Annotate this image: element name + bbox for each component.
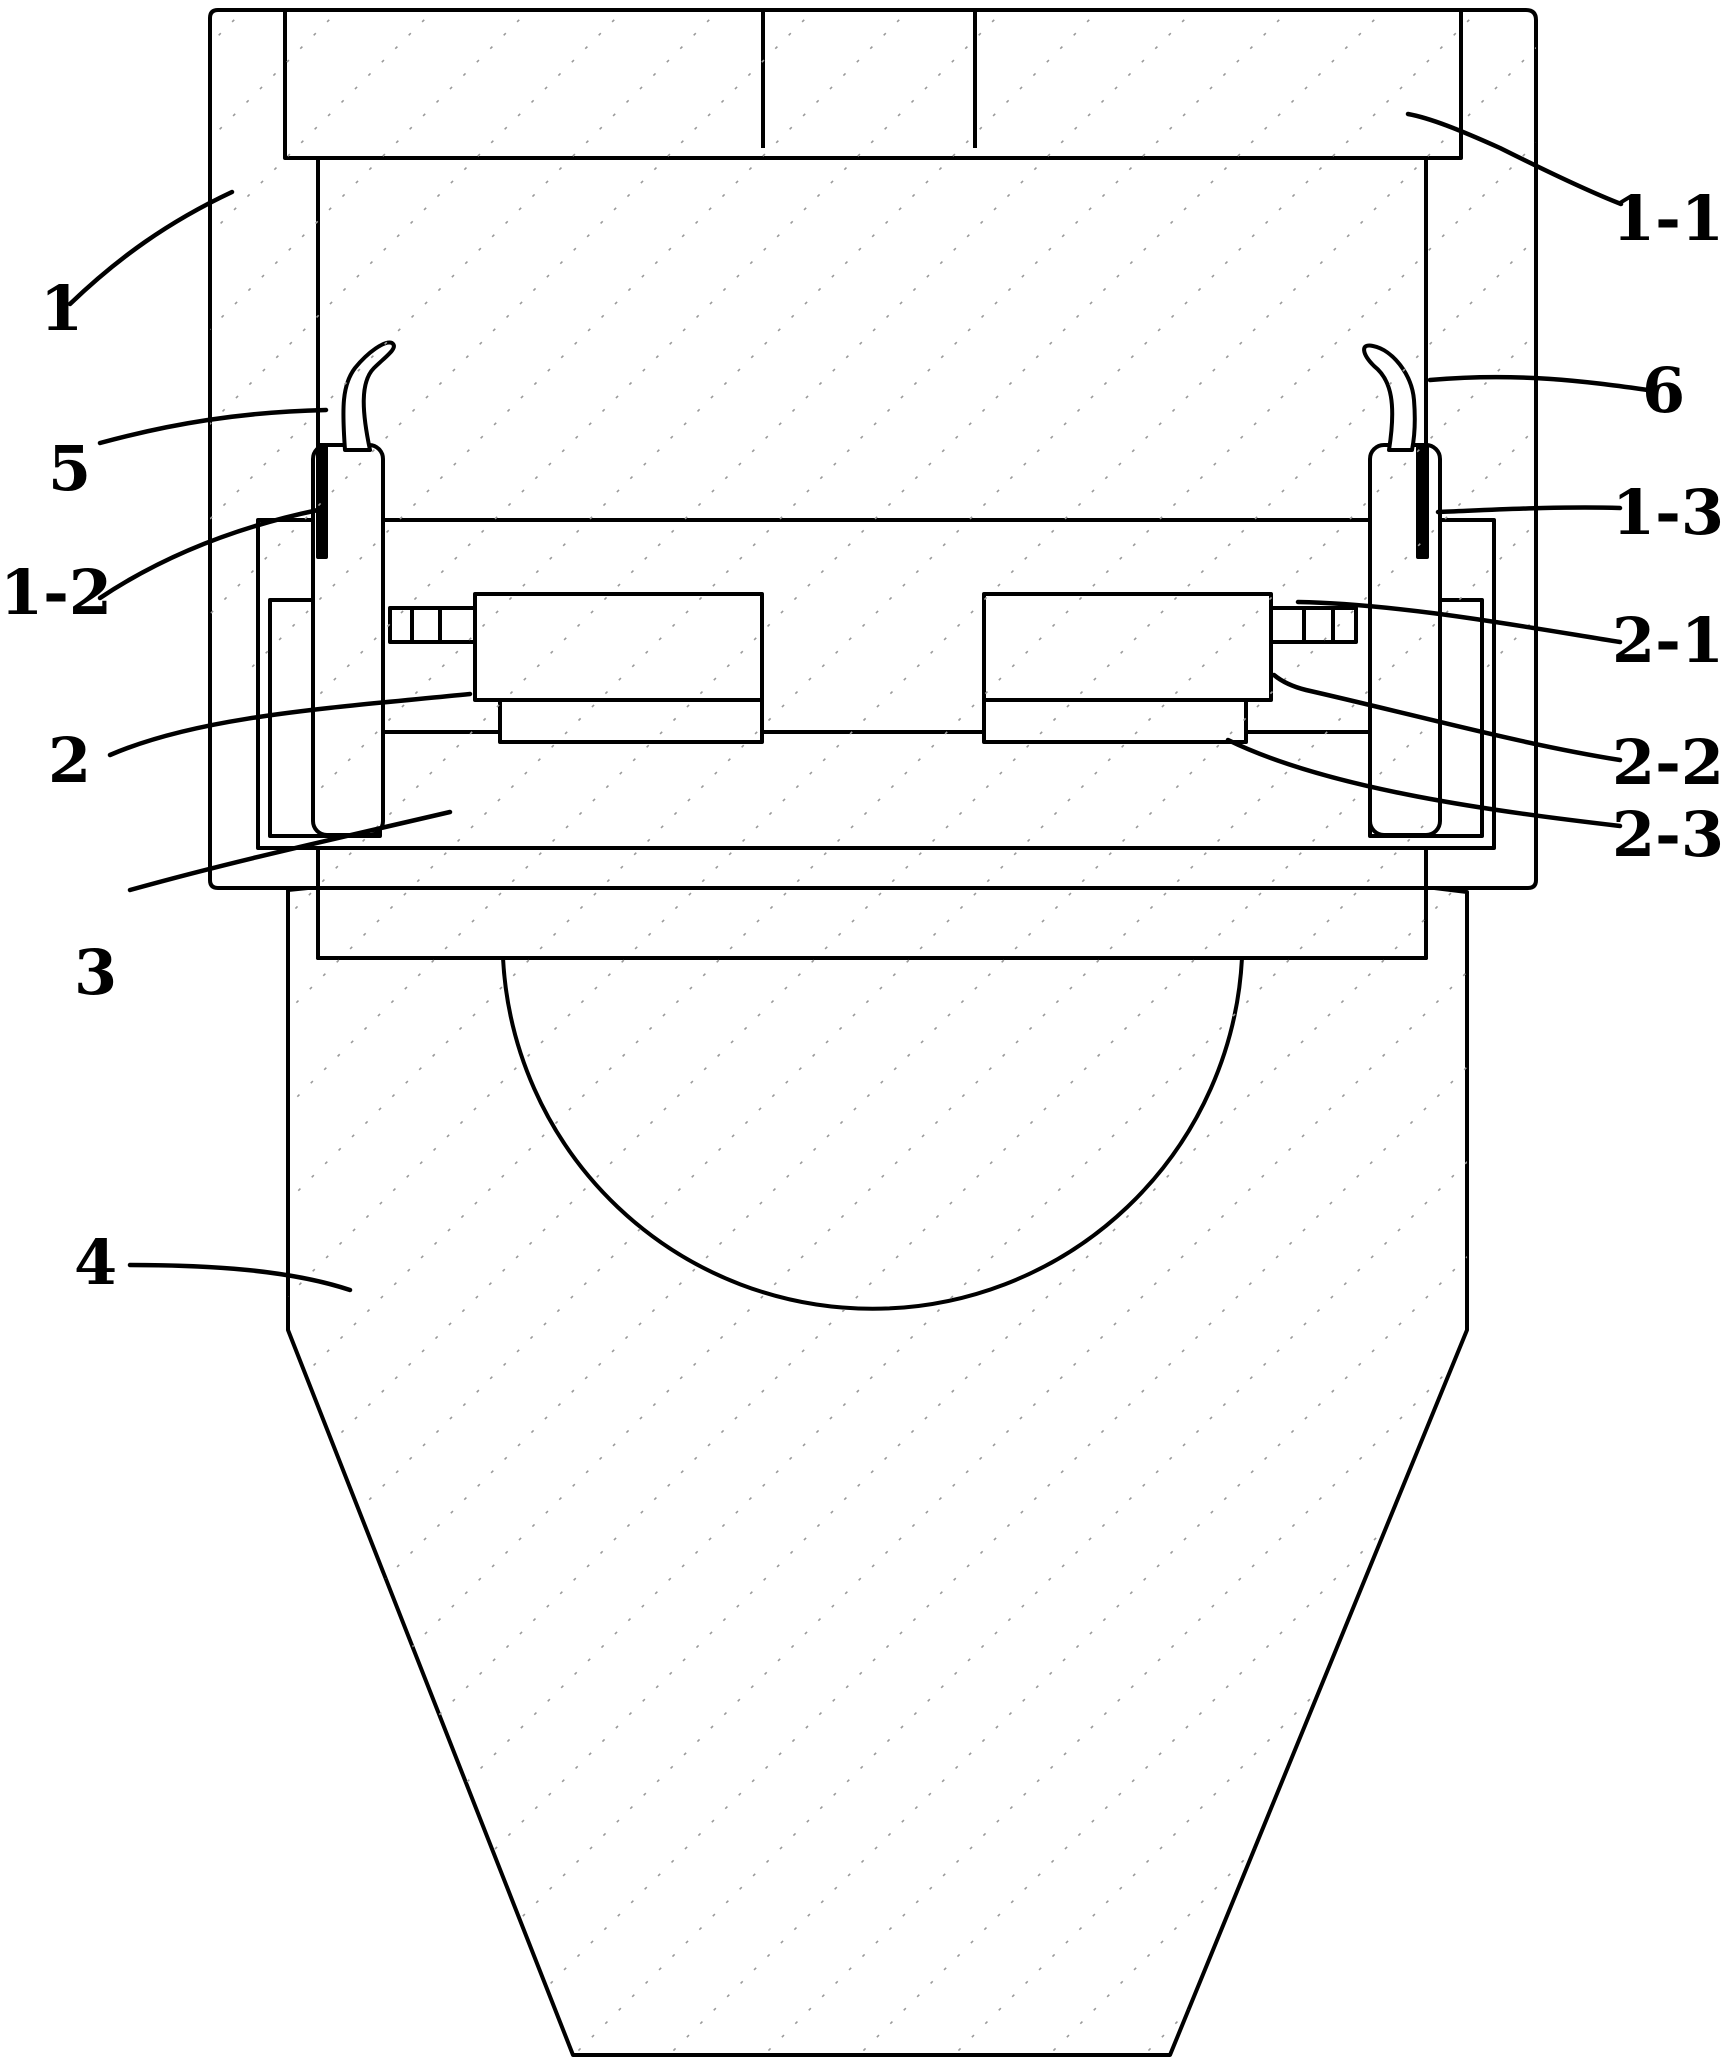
hemispherical-recess <box>501 956 1244 1311</box>
hatch-line <box>1610 0 1727 2064</box>
label-2-3: 2-3 <box>1612 798 1724 871</box>
label-5: 5 <box>48 432 91 505</box>
guide-post-left-part-1-2 <box>311 340 396 837</box>
hatch-line <box>210 10 1395 2055</box>
hatch-line <box>210 10 1536 2055</box>
hatch-line <box>210 10 825 2055</box>
label-2-2: 2-2 <box>1612 726 1724 799</box>
guide-post-right-part-1-3 <box>1362 343 1442 837</box>
label-4: 4 <box>74 1226 117 1299</box>
label-1-1: 1-1 <box>1612 182 1724 255</box>
part-labels: 1 1-1 6 5 1-3 1-2 2-1 2 2-2 2-3 3 4 <box>0 182 1724 1299</box>
label-1-2: 1-2 <box>0 556 112 629</box>
hatch-line <box>210 10 1015 2055</box>
hatch-line <box>210 10 635 2055</box>
hatch-line <box>210 10 1205 2055</box>
hatch-line <box>210 10 1300 2055</box>
leader-lines <box>67 111 1651 1293</box>
label-1: 1 <box>40 272 83 345</box>
hatch-line <box>210 10 1110 2055</box>
lower-body-part-4 <box>286 885 1469 2057</box>
label-3: 3 <box>74 936 117 1009</box>
hatch-line <box>210 10 1536 2055</box>
hook-part-5 <box>341 340 396 452</box>
label-2: 2 <box>48 724 91 797</box>
mounting-block-part-3 <box>256 518 1496 850</box>
top-cover-part-1-1 <box>283 8 1463 160</box>
hatch-line <box>1705 0 1727 2064</box>
connecting-plate <box>316 886 1428 960</box>
hatch-line <box>210 10 1490 2055</box>
blade-assembly-part-2 <box>388 592 1358 744</box>
label-2-1: 2-1 <box>1612 604 1724 677</box>
hatch-line <box>210 10 730 2055</box>
blade-base-part-2-3 <box>982 698 1248 744</box>
blade-part-2-2 <box>982 592 1273 702</box>
label-1-3: 1-3 <box>1612 476 1724 549</box>
hatch-line <box>210 10 920 2055</box>
hook-part-6 <box>1362 343 1417 452</box>
hatch-line <box>1514 10 1536 2055</box>
label-6: 6 <box>1642 354 1685 427</box>
